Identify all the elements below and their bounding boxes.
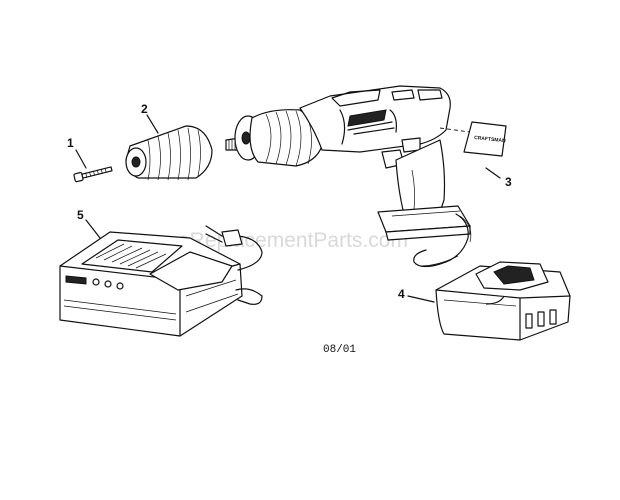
callout-3: 3 xyxy=(505,175,512,189)
charger-part xyxy=(59,219,263,337)
battery-part xyxy=(407,261,571,341)
watermark: eReplacementParts.com xyxy=(178,229,408,252)
drill-part: CRAFTSMAN xyxy=(225,85,507,268)
callout-1: 1 xyxy=(67,136,74,150)
date-code: 08/01 xyxy=(323,344,356,356)
screw-part xyxy=(73,149,113,183)
callout-4: 4 xyxy=(398,287,405,301)
callout-2: 2 xyxy=(141,102,148,116)
chuck-part xyxy=(125,114,213,181)
callout-5: 5 xyxy=(77,208,84,222)
label-text: CRAFTSMAN xyxy=(474,135,507,144)
